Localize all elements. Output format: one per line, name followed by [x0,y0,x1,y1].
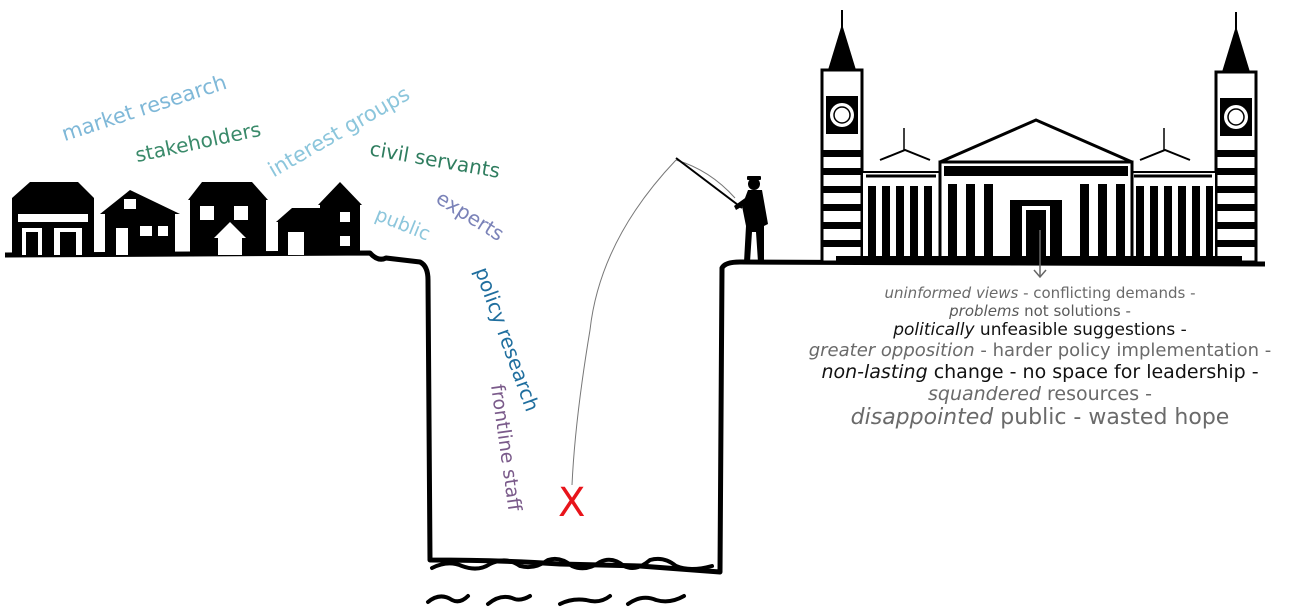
consequence-3-emph: politically [893,320,974,340]
consequences-list: uninformed views - conflicting demands -… [760,284,1298,430]
consequence-line-7: disappointed public - wasted hope [760,405,1298,430]
consequence-line-5: non-lasting change - no space for leader… [760,361,1298,383]
fishing-line [572,160,735,485]
consequence-line-6: squandered resources - [760,383,1298,405]
consequence-5-emph: non-lasting [821,361,927,383]
water-icon [428,559,712,604]
consequence-1-rest: - conflicting demands - [1018,284,1195,302]
consequence-7-emph: disappointed [851,405,994,430]
consequence-line-4: greater opposition - harder policy imple… [760,340,1298,361]
consequence-7-rest: public - wasted hope [993,405,1229,430]
consequence-4-emph: greater opposition [809,340,975,361]
consequence-4-rest: - harder policy implementation - [975,340,1272,361]
consequence-6-emph: squandered [928,383,1041,405]
consequence-line-1: uninformed views - conflicting demands - [760,284,1298,302]
consequence-2-emph: problems [949,302,1019,320]
consequence-5-rest: change - no space for leadership - [928,361,1259,383]
consequence-6-rest: resources - [1041,383,1152,405]
houses-icon [12,182,362,255]
consequence-line-3: politically unfeasible suggestions - [760,320,1298,340]
consequence-line-2: problems not solutions - [760,302,1298,320]
fisherman-icon [676,158,768,262]
parliament-icon [822,10,1256,262]
consequence-2-rest: not solutions - [1019,302,1131,320]
consequence-1-emph: uninformed views [885,284,1019,302]
consequence-3-rest: unfeasible suggestions - [975,320,1187,340]
target-marker: X [558,480,585,526]
